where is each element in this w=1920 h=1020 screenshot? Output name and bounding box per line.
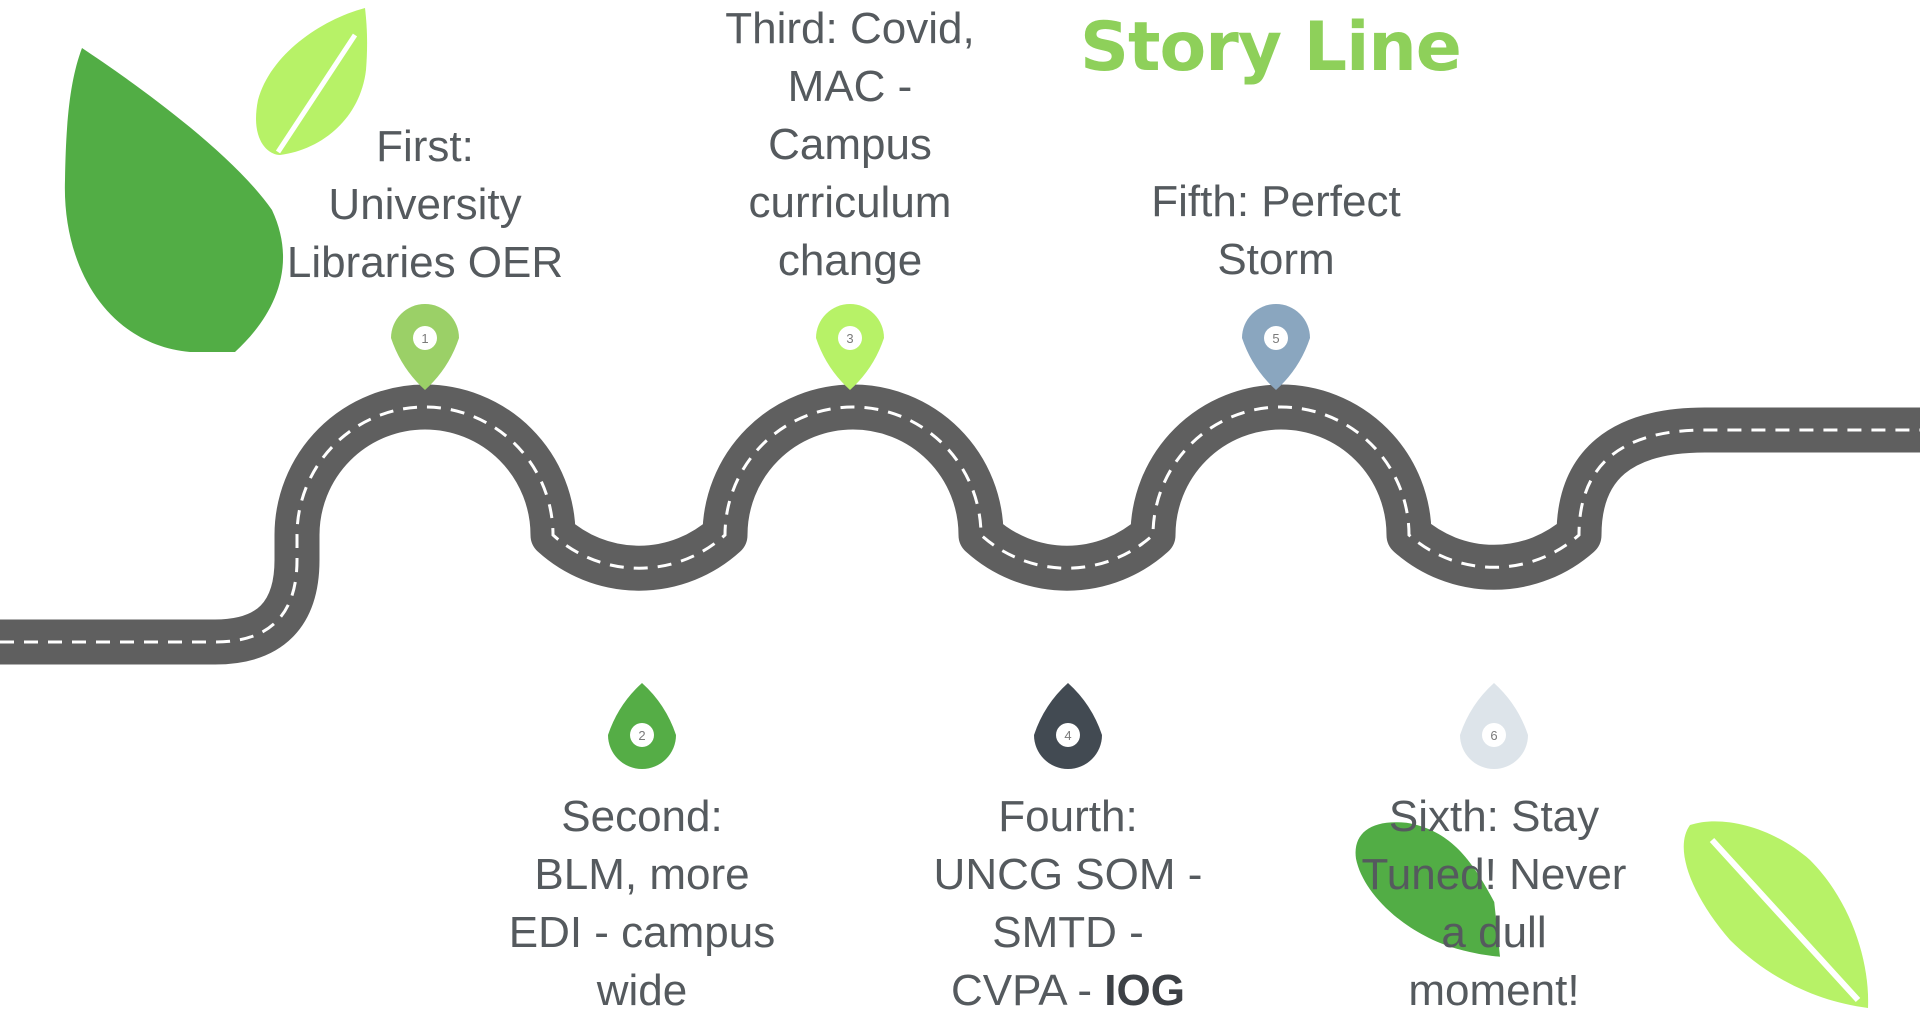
map-pin-icon: 6 bbox=[1460, 683, 1528, 769]
road bbox=[0, 384, 1920, 665]
milestone-label-line: Third: Covid, bbox=[725, 4, 975, 53]
milestone-label-line: curriculum bbox=[748, 178, 952, 227]
map-pin-icon: 1 bbox=[391, 304, 459, 390]
milestone-label-line: Sixth: Stay bbox=[1388, 792, 1600, 841]
milestone-label-line: SMTD - bbox=[992, 908, 1144, 957]
milestone-label-line: Fourth: bbox=[998, 792, 1138, 841]
map-pin-icon: 5 bbox=[1242, 304, 1310, 390]
milestone-label-line: EDI - campus bbox=[508, 908, 776, 957]
milestone-label-line: Libraries OER bbox=[286, 238, 564, 287]
milestone-label-line: Fifth: Perfect bbox=[1151, 177, 1401, 226]
milestone-label-line: First: bbox=[376, 122, 474, 171]
leaf-icon bbox=[64, 48, 284, 352]
milestone-label-line: wide bbox=[596, 966, 688, 1015]
milestone-label-line: Second: bbox=[561, 792, 723, 841]
map-pin-icon: 2 bbox=[608, 683, 676, 769]
milestone-label-line: change bbox=[777, 236, 923, 285]
milestone-label-line: moment! bbox=[1408, 966, 1580, 1015]
milestone-label-line: Campus bbox=[768, 120, 932, 169]
pin-number: 2 bbox=[638, 728, 645, 743]
milestone-label-line: UNCG SOM - bbox=[933, 850, 1203, 899]
milestone-label-line: a dull bbox=[1441, 908, 1547, 957]
map-pin-icon: 3 bbox=[816, 304, 884, 390]
pin-number: 6 bbox=[1490, 728, 1497, 743]
page-title: Story Line bbox=[1080, 8, 1462, 87]
milestone-label-line: Tuned! Never bbox=[1361, 850, 1627, 899]
leaf-icon bbox=[256, 8, 368, 155]
leaf-icon bbox=[1683, 821, 1869, 1008]
milestone-label-line: CVPA - IOG bbox=[951, 966, 1185, 1015]
pin-number: 4 bbox=[1064, 728, 1071, 743]
leaf-icon bbox=[1355, 822, 1500, 957]
pin-number: 1 bbox=[421, 331, 428, 346]
milestone-label-bold: IOG bbox=[1104, 966, 1185, 1015]
pin-number: 5 bbox=[1272, 331, 1279, 346]
milestone-label: Fourth: UNCG SOM - SMTD - CVPA - IOG bbox=[908, 788, 1228, 1020]
milestone-label-line: Storm bbox=[1217, 235, 1335, 284]
pin-number: 3 bbox=[846, 331, 853, 346]
milestone-label: Third: Covid, MAC - Campus curriculum change bbox=[690, 0, 1010, 290]
map-pin-icon: 4 bbox=[1034, 683, 1102, 769]
milestone-label-line: BLM, more bbox=[534, 850, 750, 899]
milestone-label-line: University bbox=[328, 180, 522, 229]
milestone-label-line: MAC - bbox=[787, 62, 913, 111]
